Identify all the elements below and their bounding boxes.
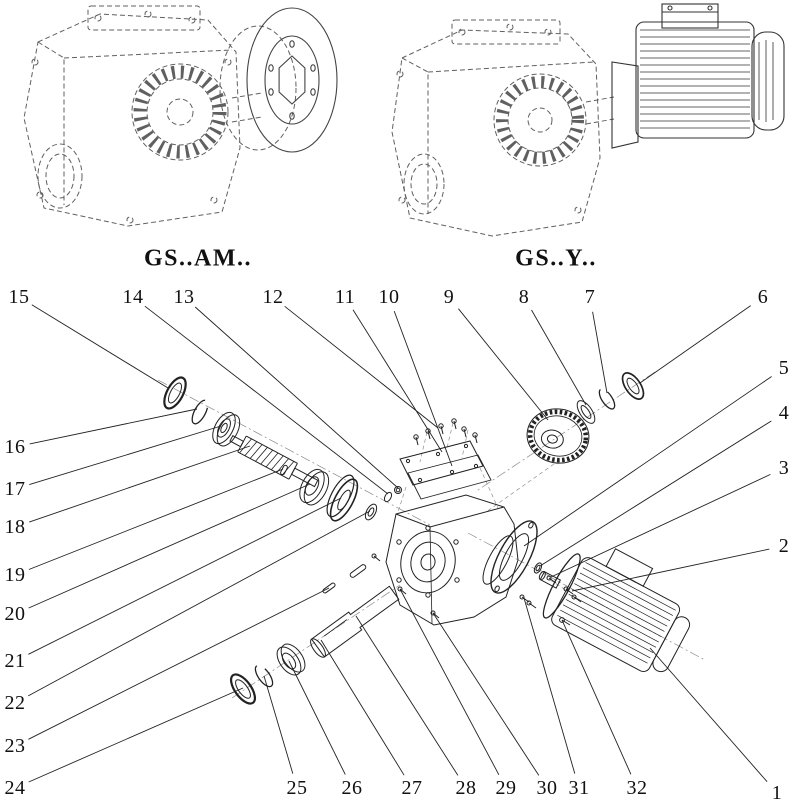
leader-line-9 (458, 308, 549, 421)
part-washer-8 (576, 400, 596, 424)
leader-line-2 (571, 548, 770, 592)
gsy-motor-drawing (611, 3, 785, 149)
gearbox-gsy-drawing (391, 19, 615, 237)
part-cover-plate-11 (399, 440, 484, 486)
leader-line-6 (639, 305, 751, 384)
exploded-parts (163, 372, 691, 705)
leader-line-15 (31, 304, 169, 389)
leader-line-20 (28, 483, 311, 609)
leader-line-25 (263, 675, 294, 774)
part-bearing-20 (299, 468, 330, 506)
leader-line-32 (561, 619, 632, 775)
leader-line-11 (352, 309, 443, 453)
leader-line-26 (288, 660, 346, 775)
leader-line-13 (194, 306, 399, 489)
part-screws-31 (519, 594, 537, 609)
leader-line-16 (29, 408, 198, 445)
leader-line-14 (144, 305, 389, 495)
leader-line-1 (649, 647, 768, 782)
leader-line-30 (432, 612, 540, 776)
part-bearing-17 (212, 411, 241, 447)
part-screw-29 (397, 586, 407, 595)
leader-line-22 (27, 510, 371, 697)
leader-line-31 (523, 597, 576, 774)
leader-line-23 (28, 587, 330, 740)
leader-line-24 (28, 687, 244, 783)
leader-line-3 (550, 473, 771, 578)
leader-line-27 (320, 639, 405, 776)
leader-line-17 (29, 425, 222, 486)
part-flange-5 (490, 520, 538, 594)
model-label-gs-am: GS..AM.. (144, 245, 252, 272)
leader-line-8 (531, 309, 587, 406)
leader-line-28 (355, 615, 459, 776)
part-circlip-25 (254, 664, 274, 688)
leader-line-12 (284, 305, 439, 429)
part-gear-9 (526, 408, 590, 464)
part-output-shaft-27 (310, 585, 400, 658)
leader-line-4 (539, 420, 772, 567)
part-seal-24 (229, 673, 257, 705)
leader-line-19 (28, 468, 284, 570)
model-label-gs-y: GS..Y.. (515, 245, 597, 272)
leader-line-10 (393, 310, 453, 467)
leader-line-7 (592, 311, 608, 394)
part-plug-13 (394, 486, 402, 494)
part-seal-15 (163, 376, 187, 410)
part-circlip-7 (598, 388, 616, 410)
part-circlip-16 (191, 399, 209, 425)
part-gasket-10 (407, 454, 492, 500)
leader-line-5 (523, 376, 772, 547)
part-worm-shaft-18 (229, 435, 319, 488)
gearbox-gsam-drawing (23, 5, 297, 227)
part-ring-22 (364, 503, 378, 521)
gsam-output-flange (246, 7, 338, 153)
part-bearing-26 (276, 643, 306, 676)
leader-line-18 (29, 445, 251, 523)
part-disc-21 (326, 474, 359, 522)
part-washer-4 (533, 562, 543, 574)
part-screw-small (371, 553, 381, 562)
leader-line-21 (28, 497, 342, 655)
part-key-28 (349, 564, 367, 578)
part-washer-14 (383, 491, 393, 503)
part-housing (385, 494, 519, 626)
part-cover-bolts-12 (413, 418, 478, 446)
leader-line-29 (399, 588, 500, 776)
leader-lines (27, 304, 772, 783)
part-pin-23 (322, 582, 336, 594)
part-motor-1 (538, 548, 691, 673)
part-ring-6 (621, 372, 645, 400)
